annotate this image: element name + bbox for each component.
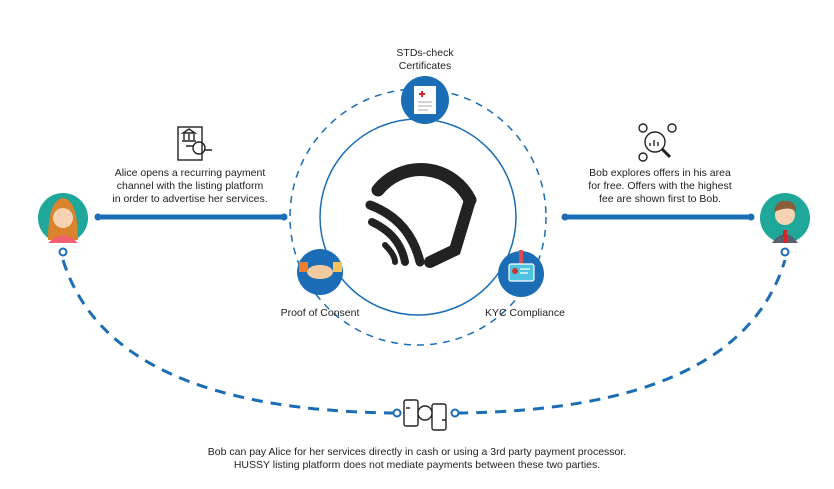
kyc-compliance-label: KYC Compliance: [485, 307, 565, 319]
payment-description: Bob can pay Alice for her services direc…: [117, 446, 717, 472]
stds-check-label: STDs-check Certificates: [375, 47, 475, 73]
proof-of-consent-label: Proof of Consent: [280, 307, 360, 319]
alice-desc-line: Alice opens a recurring payment: [114, 167, 266, 179]
alice-pin-icon: [58, 247, 68, 257]
alice-desc-line: in order to advertise her services.: [112, 193, 268, 205]
stds-label-line: Certificates: [398, 60, 452, 72]
search-analytics-icon: [638, 123, 677, 162]
bob-pin-icon: [780, 247, 790, 257]
alice-avatar: [38, 193, 88, 243]
alice-desc-line: channel with the listing platform: [116, 180, 264, 192]
id-badge-icon: [498, 250, 544, 297]
bank-payment-icon: [177, 126, 212, 161]
certificate-icon: [401, 76, 449, 124]
stds-label-line: STDs-check: [396, 47, 454, 59]
hussy-logo: [365, 163, 477, 268]
bob-payment-path: [456, 259, 787, 415]
bob-description: Bob explores offers in his area for free…: [570, 167, 750, 206]
inner-ring: [319, 118, 517, 316]
alice-description: Alice opens a recurring payment channel …: [100, 167, 280, 206]
mobile-payment-icon: [403, 399, 447, 431]
alice-payment-path: [61, 259, 396, 415]
bob-desc-line: Bob explores offers in his area: [589, 167, 731, 179]
bob-desc-line: fee are shown first to Bob.: [599, 193, 721, 205]
payment-desc-line: HUSSY listing platform does not mediate …: [233, 459, 601, 471]
payment-desc-line: Bob can pay Alice for her services direc…: [207, 446, 627, 458]
handshake-icon: [297, 249, 343, 295]
bob-desc-line: for free. Offers with the highest: [588, 180, 732, 192]
bob-avatar: [760, 193, 810, 243]
